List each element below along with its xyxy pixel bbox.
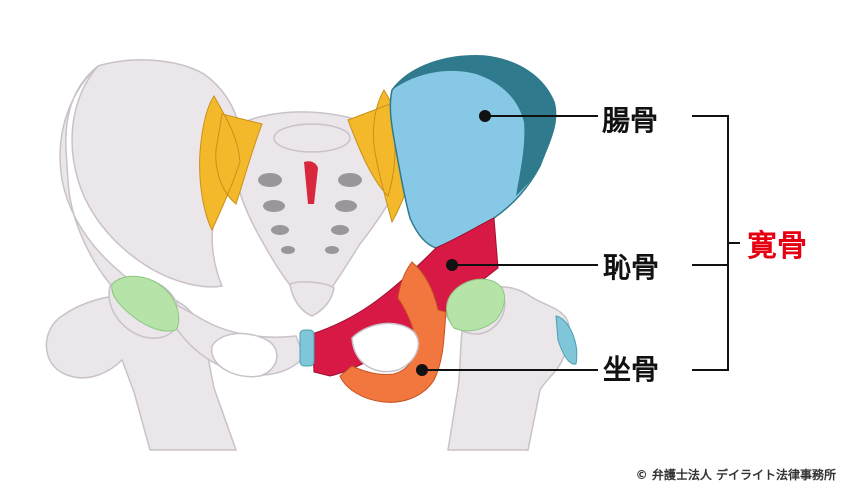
- obturator-left: [212, 333, 277, 376]
- coccyx: [290, 282, 334, 316]
- copyright-notice: © 弁護士法人 デイライト法律事務所: [636, 466, 836, 483]
- hip-bone-bracket: [692, 116, 740, 370]
- pubic-symphysis: [300, 330, 314, 366]
- sacral-promontory: [274, 124, 350, 152]
- hip-bone-label: 寛骨: [747, 232, 807, 262]
- ischium-label: 坐骨: [603, 356, 659, 384]
- ilium-label: 腸骨: [602, 107, 658, 135]
- pubis-label: 恥骨: [603, 254, 659, 282]
